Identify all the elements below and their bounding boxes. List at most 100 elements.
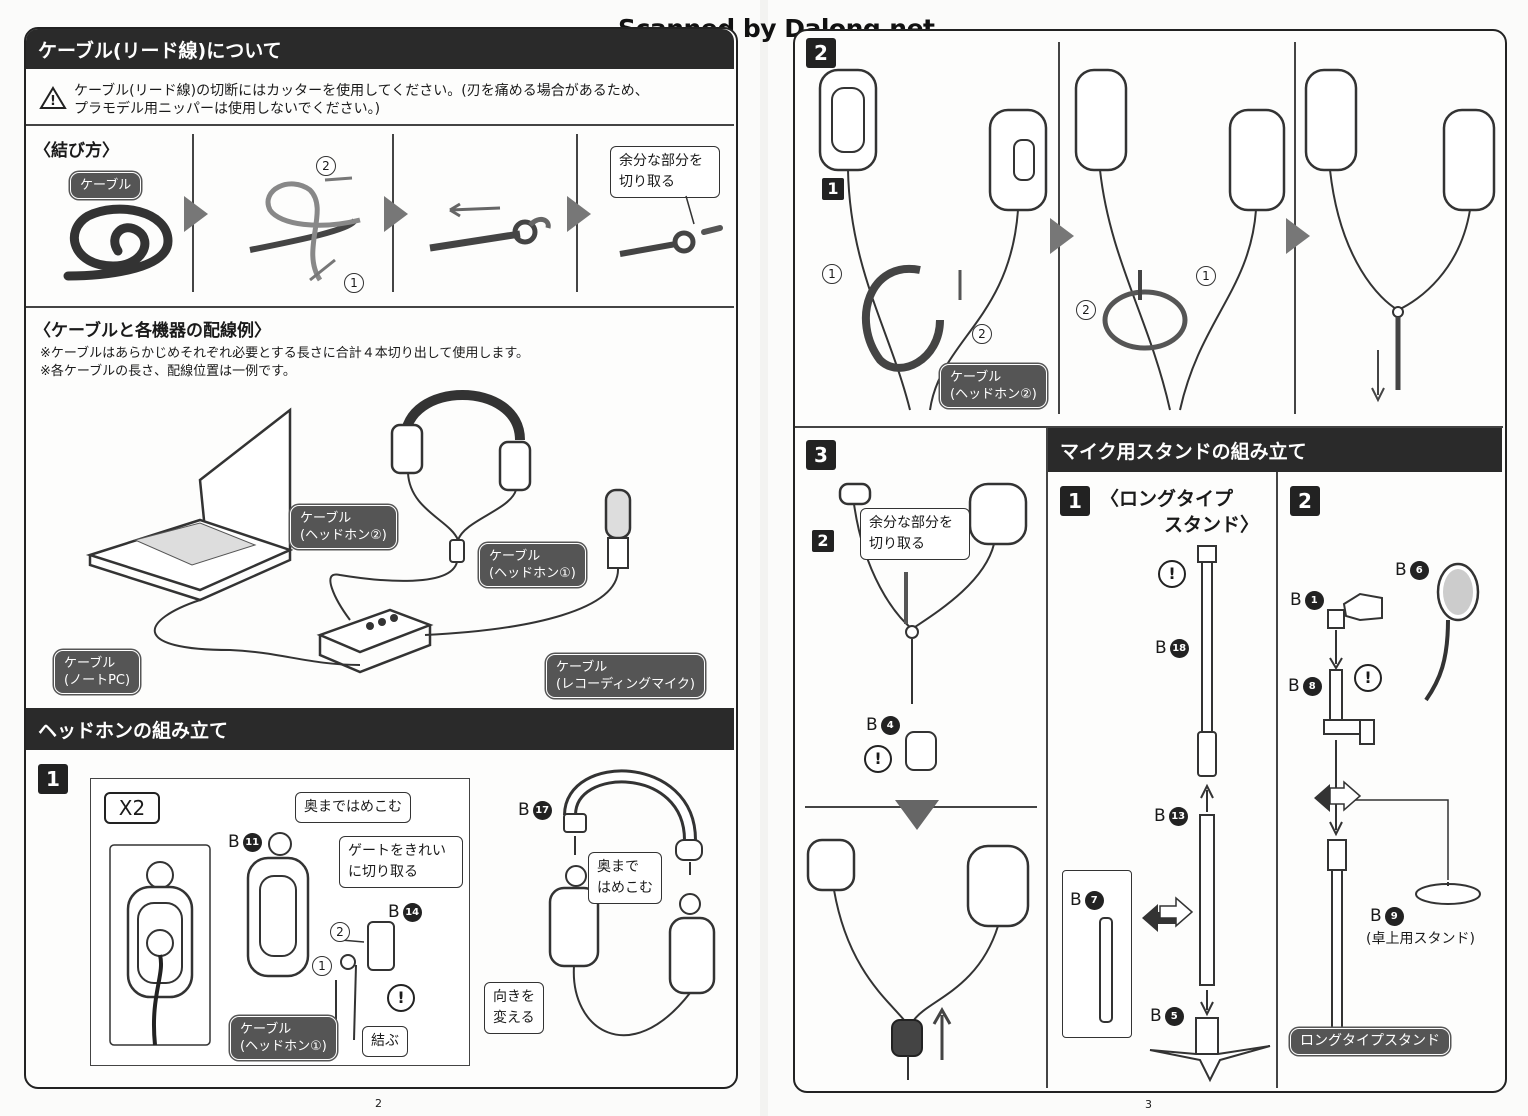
label-line: (ヘッドホン②) [300,528,387,543]
svg-text:!: ! [50,94,56,109]
headphone1-cable-label: ケーブル (ヘッドホン①) [230,1016,337,1060]
label-line: はめこむ [597,880,653,896]
part-b9: B 9 [1370,906,1404,926]
part-number: 13 [1168,806,1188,826]
stand-step-2: 2 [1290,486,1320,516]
cable-warning-line2: プラモデル用ニッパーは使用しないでください。) [74,101,381,117]
label-line: (レコーディングマイク) [556,677,695,692]
trim-note-2: 余分な部分を 切り取る [860,508,970,560]
caution-icon: ! [1158,560,1186,588]
cable-trim-illustration [838,482,1028,704]
label-line: (ヘッドホン①) [240,1039,327,1054]
part-b11: B 11 [228,832,262,852]
step2-circle-1: 1 [822,264,842,284]
part-b18: B 18 [1155,638,1189,658]
part-b4-illustration [905,731,937,771]
label-line: 奥まで [597,859,639,875]
desk-stand-label: (卓上用スタンド) [1366,931,1475,947]
tie-heading: 〈結び方〉 [34,141,119,161]
part-number: 17 [532,800,552,820]
label-line: ケーブル [240,1022,292,1037]
long-stand-label: ロングタイプスタンド [1290,1028,1450,1055]
earcup-assembly-illustration [246,832,395,1041]
part-letter: B [1150,1006,1162,1026]
label-line: 余分な部分を [869,515,953,531]
step2b-circle-2: 2 [1076,300,1096,320]
swap-arrow-icon [1314,780,1362,812]
trim-note-line1: 余分な部分を [619,153,703,169]
part-number: 7 [1084,890,1104,910]
part-b5: B 5 [1150,1006,1184,1026]
divider [795,426,1503,428]
gate-cut-label: ゲートをきれい に切り取る [339,836,463,888]
long-stand-illustration [1149,545,1271,1083]
tie-circle-1: 1 [344,273,364,293]
part-letter: B [1155,638,1167,658]
part-b4: B 4 [866,715,900,735]
cable-warning-line1: ケーブル(リード線)の切断にはカッターを使用してください。(刃を痛める場合がある… [74,83,649,99]
part-letter: B [1288,676,1300,696]
part-number: 9 [1384,906,1404,926]
part-number: 8 [1302,676,1322,696]
label-line: (ノートPC) [64,673,131,688]
substep-1: 1 [822,178,844,200]
step-arrow-icon [384,196,408,232]
headphone2-cable-label: ケーブル (ヘッドホン②) [940,364,1047,408]
push-in-label-2: 奥まで はめこむ [588,852,662,904]
cable-finished-illustration [806,838,1030,1080]
page-number-left: 2 [375,1097,382,1110]
part-letter: B [866,715,878,735]
assembly-circle-1: 1 [312,956,332,976]
step-arrow-icon [567,196,591,232]
part-b8: B 8 [1288,676,1322,696]
cable-label-headphone2: ケーブル (ヘッドホン②) [290,505,397,549]
tie-loop-illustration [249,176,361,282]
change-orientation-label: 向きを 変える [484,982,544,1034]
label-line: ケーブル [950,370,1002,385]
tie-label: 結ぶ [362,1026,408,1057]
part-letter: B [1395,560,1407,580]
part-b17: B 17 [518,800,552,820]
down-arrow-icon [895,800,939,830]
part-number: 1 [1304,590,1324,610]
part-number: 14 [402,902,422,922]
part-letter: B [1154,806,1166,826]
step2-circle-2: 2 [972,324,992,344]
step2b-circle-1: 1 [1196,266,1216,286]
warning-icon: ! [39,86,67,109]
label-line: ケーブル [489,549,541,564]
label-line: ケーブル [300,511,352,526]
mic-stand-assembly-illustration [1323,562,1481,1041]
earcup-closeup-illustration [109,844,211,1046]
assembly-circle-2: 2 [330,922,350,942]
part-letter: B [388,902,400,922]
part-letter: B [518,800,530,820]
substep-2: 2 [812,530,834,552]
label-line: (ヘッドホン①) [489,566,576,581]
caution-icon: ! [864,745,892,773]
wiring-note-1: ※ケーブルはあらかじめそれぞれ必要とする長さに合計４本切り出して使用します。 [40,346,530,361]
divider [1276,472,1278,1088]
cable-section-title: ケーブル(リード線)について [26,29,734,69]
push-in-label: 奥まではめこむ [295,792,411,823]
cable-coil-illustration [63,204,173,281]
wiring-note-2: ※各ケーブルの長さ、配線位置は一例です。 [40,364,296,379]
part-number: 11 [242,832,262,852]
tie-cable-label: ケーブル [70,172,142,199]
cable-tie-step3-illustration [1304,68,1496,403]
part-number: 6 [1409,560,1429,580]
wiring-heading: 〈ケーブルと各機器の配線例〉 [34,321,271,341]
part-number: 18 [1169,638,1189,658]
part-number: 4 [880,715,900,735]
part-b14: B 14 [388,902,422,922]
label-line: 変える [493,1010,535,1026]
tie-pull-illustration [429,202,551,252]
caution-icon: ! [1354,664,1382,692]
tie-circle-2: 2 [316,156,336,176]
part-letter: B [1070,890,1082,910]
part-number: 5 [1164,1006,1184,1026]
step-3: 3 [806,440,836,470]
trim-note-line2: 切り取る [619,174,675,190]
long-type-heading-line1: 〈ロングタイプ [1100,488,1234,510]
label-line: ゲートをきれい [348,843,446,859]
